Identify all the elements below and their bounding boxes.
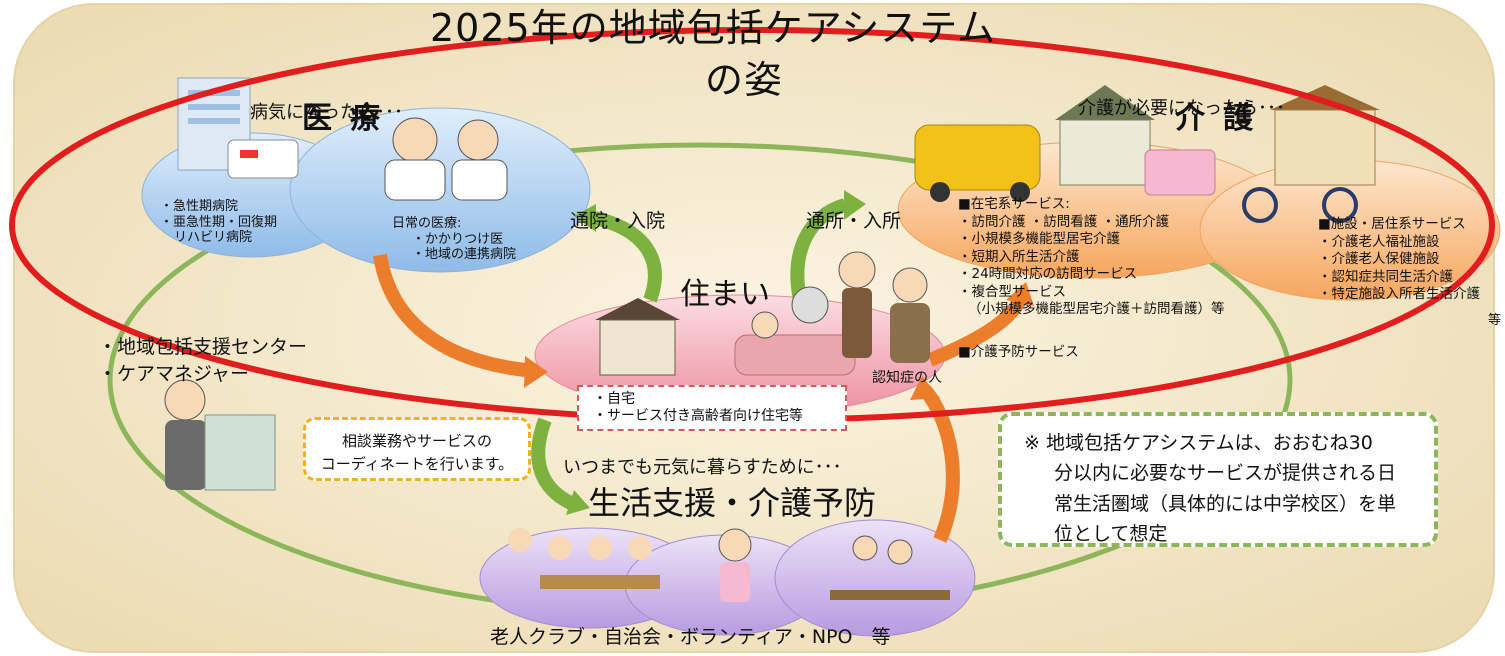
daily-care-line: ・地域の連携病院 (412, 247, 517, 263)
arrow-life-head (566, 490, 590, 515)
hospital-line: ・亜急性期・回復期 (160, 214, 278, 230)
house-icon (595, 298, 680, 376)
home-care-service: ・小規模多機能型居宅介護 (958, 231, 1120, 248)
care-house-icon (1055, 85, 1155, 186)
facility-etc: 等 (1488, 313, 1502, 328)
diagram-title-line2: の姿 (705, 58, 784, 102)
home-type: ・サービス付き高齢者向け住宅等 (593, 407, 803, 424)
area-note-line: ※ 地域包括ケアシステムは、おおむね30 (1024, 432, 1373, 454)
area-note-box: ※ 地域包括ケアシステムは、おおむね30 分以内に必要なサービスが提供される日 … (998, 412, 1438, 547)
diagram-title-line1: 2025年の地域包括ケアシステム (430, 6, 997, 50)
bath-care-icon (1144, 149, 1216, 196)
home-care-service: ・複合型サービス (958, 283, 1066, 300)
medical-heading: 医療 (302, 101, 398, 136)
life-support-caption: いつまでも元気に暮らすために･･･ (563, 457, 842, 478)
care-caption: 介護が必要になったら･･･ (1078, 98, 1285, 119)
facility-services-list: ■施設・居住系サービス ・介護老人福祉施設 ・介護老人保健施設 ・認知症共同生活… (1318, 216, 1480, 304)
support-center-list: ・地域包括支援センター ・ケアマネジャー (98, 334, 307, 387)
hospital-line: ・急性期病院 (160, 199, 239, 214)
life-support-heading: 生活支援・介護予防 (588, 484, 877, 522)
elderly-group-icon (508, 528, 660, 589)
care-van-icon (914, 124, 1041, 202)
arrow-care-head (1006, 282, 1034, 306)
daily-care-list: 日常の医療: ・かかりつけ医 ・地域の連携病院 (392, 216, 516, 263)
daily-care-line: ・かかりつけ医 (412, 231, 504, 247)
wheelchair-icon (1242, 187, 1358, 223)
volunteer-bubble (774, 519, 976, 637)
arrow-home-to-hospital (593, 211, 662, 303)
facility-service: ・特定施設入所者生活介護 (1318, 286, 1480, 303)
home-care-service: ・24時間対応の訪問サービス (958, 266, 1138, 283)
home-care-service: ■在宅系サービス: (958, 196, 1070, 212)
arrow-hospital-head (574, 204, 596, 232)
care-facility-icon (1270, 85, 1380, 186)
area-note-text: ※ 地域包括ケアシステムは、おおむね30 分以内に必要なサービスが提供される日 … (1024, 428, 1424, 550)
dementia-label: 認知症の人 (872, 370, 942, 386)
facility-service: ・介護老人福祉施設 (1318, 233, 1440, 250)
care-heading: 介護 (1175, 101, 1271, 136)
facility-service: ・介護老人保健施設 (1318, 251, 1440, 268)
arrow-home-to-daycare (790, 198, 848, 302)
family-icon (734, 251, 876, 376)
arrow-home-to-care (927, 296, 1027, 367)
support-callout-line: コーディネートを行います。 (320, 454, 514, 473)
home-types-list: ・自宅 ・サービス付き高齢者向け住宅等 (593, 391, 803, 425)
label-daycare: 通所・入所 (806, 210, 902, 232)
care-manager-icon (164, 379, 276, 491)
area-note-line: 位として想定 (1054, 523, 1168, 546)
support-callout: 相談業務やサービスの コーディネートを行います。 (303, 417, 531, 481)
arrow-life-up-head (910, 376, 940, 400)
home-care-service: ・短期入所生活介護 (958, 248, 1080, 265)
daily-care-line: 日常の医療: (392, 216, 462, 231)
home-care-service: （小規模多機能型居宅介護＋訪問看護）等 (968, 301, 1225, 318)
home-label: 住まい (680, 277, 770, 312)
facility-service: ・認知症共同生活介護 (1318, 268, 1453, 285)
home-type: ・自宅 (593, 391, 635, 407)
doctor-nurse-icon (384, 117, 508, 201)
community-groups-footer: 老人クラブ・自治会・ボランティア・NPO 等 (490, 626, 891, 648)
medical-caption: 病気になったら･･･ (250, 102, 403, 123)
support-center-line: ・地域包括支援センター (98, 336, 308, 358)
arrow-medical-to-home-head (524, 356, 548, 388)
prevention-service-label: ■介護予防サービス (958, 344, 1079, 360)
arrow-home-to-life (531, 417, 579, 512)
home-types-box: ・自宅 ・サービス付き高齢者向け住宅等 (577, 385, 847, 431)
area-note-line: 分以内に必要なサービスが提供される日 (1054, 462, 1397, 485)
volunteer-icon (830, 535, 950, 600)
arrow-medical-to-home (373, 253, 526, 377)
label-hospital-visit: 通院・入院 (570, 210, 666, 232)
hospital-line: リハビリ病院 (174, 230, 253, 246)
hospital-list: ・急性期病院 ・亜急性期・回復期 リハビリ病院 (160, 199, 277, 246)
area-note-line: 常生活圏域（具体的には中学校区）を単 (1054, 492, 1397, 515)
support-callout-line: 相談業務やサービスの (341, 432, 492, 450)
dementia-person-icon (890, 267, 930, 363)
support-center-line: ・ケアマネジャー (98, 362, 250, 385)
arrow-life-to-home (919, 385, 960, 543)
ambulance-icon (227, 139, 299, 179)
support-callout-text: 相談業務やサービスの コーディネートを行います。 (306, 430, 528, 475)
home-care-services-list: ■在宅系サービス: ・訪問介護 ・訪問看護 ・通所介護 ・小規模多機能型居宅介護… (958, 196, 1225, 319)
facility-service: ■施設・居住系サービス (1318, 216, 1466, 232)
arrow-daycare-head (844, 190, 866, 220)
home-care-service: ・訪問介護 ・訪問看護 ・通所介護 (958, 213, 1170, 230)
exercise-icon (718, 528, 752, 602)
